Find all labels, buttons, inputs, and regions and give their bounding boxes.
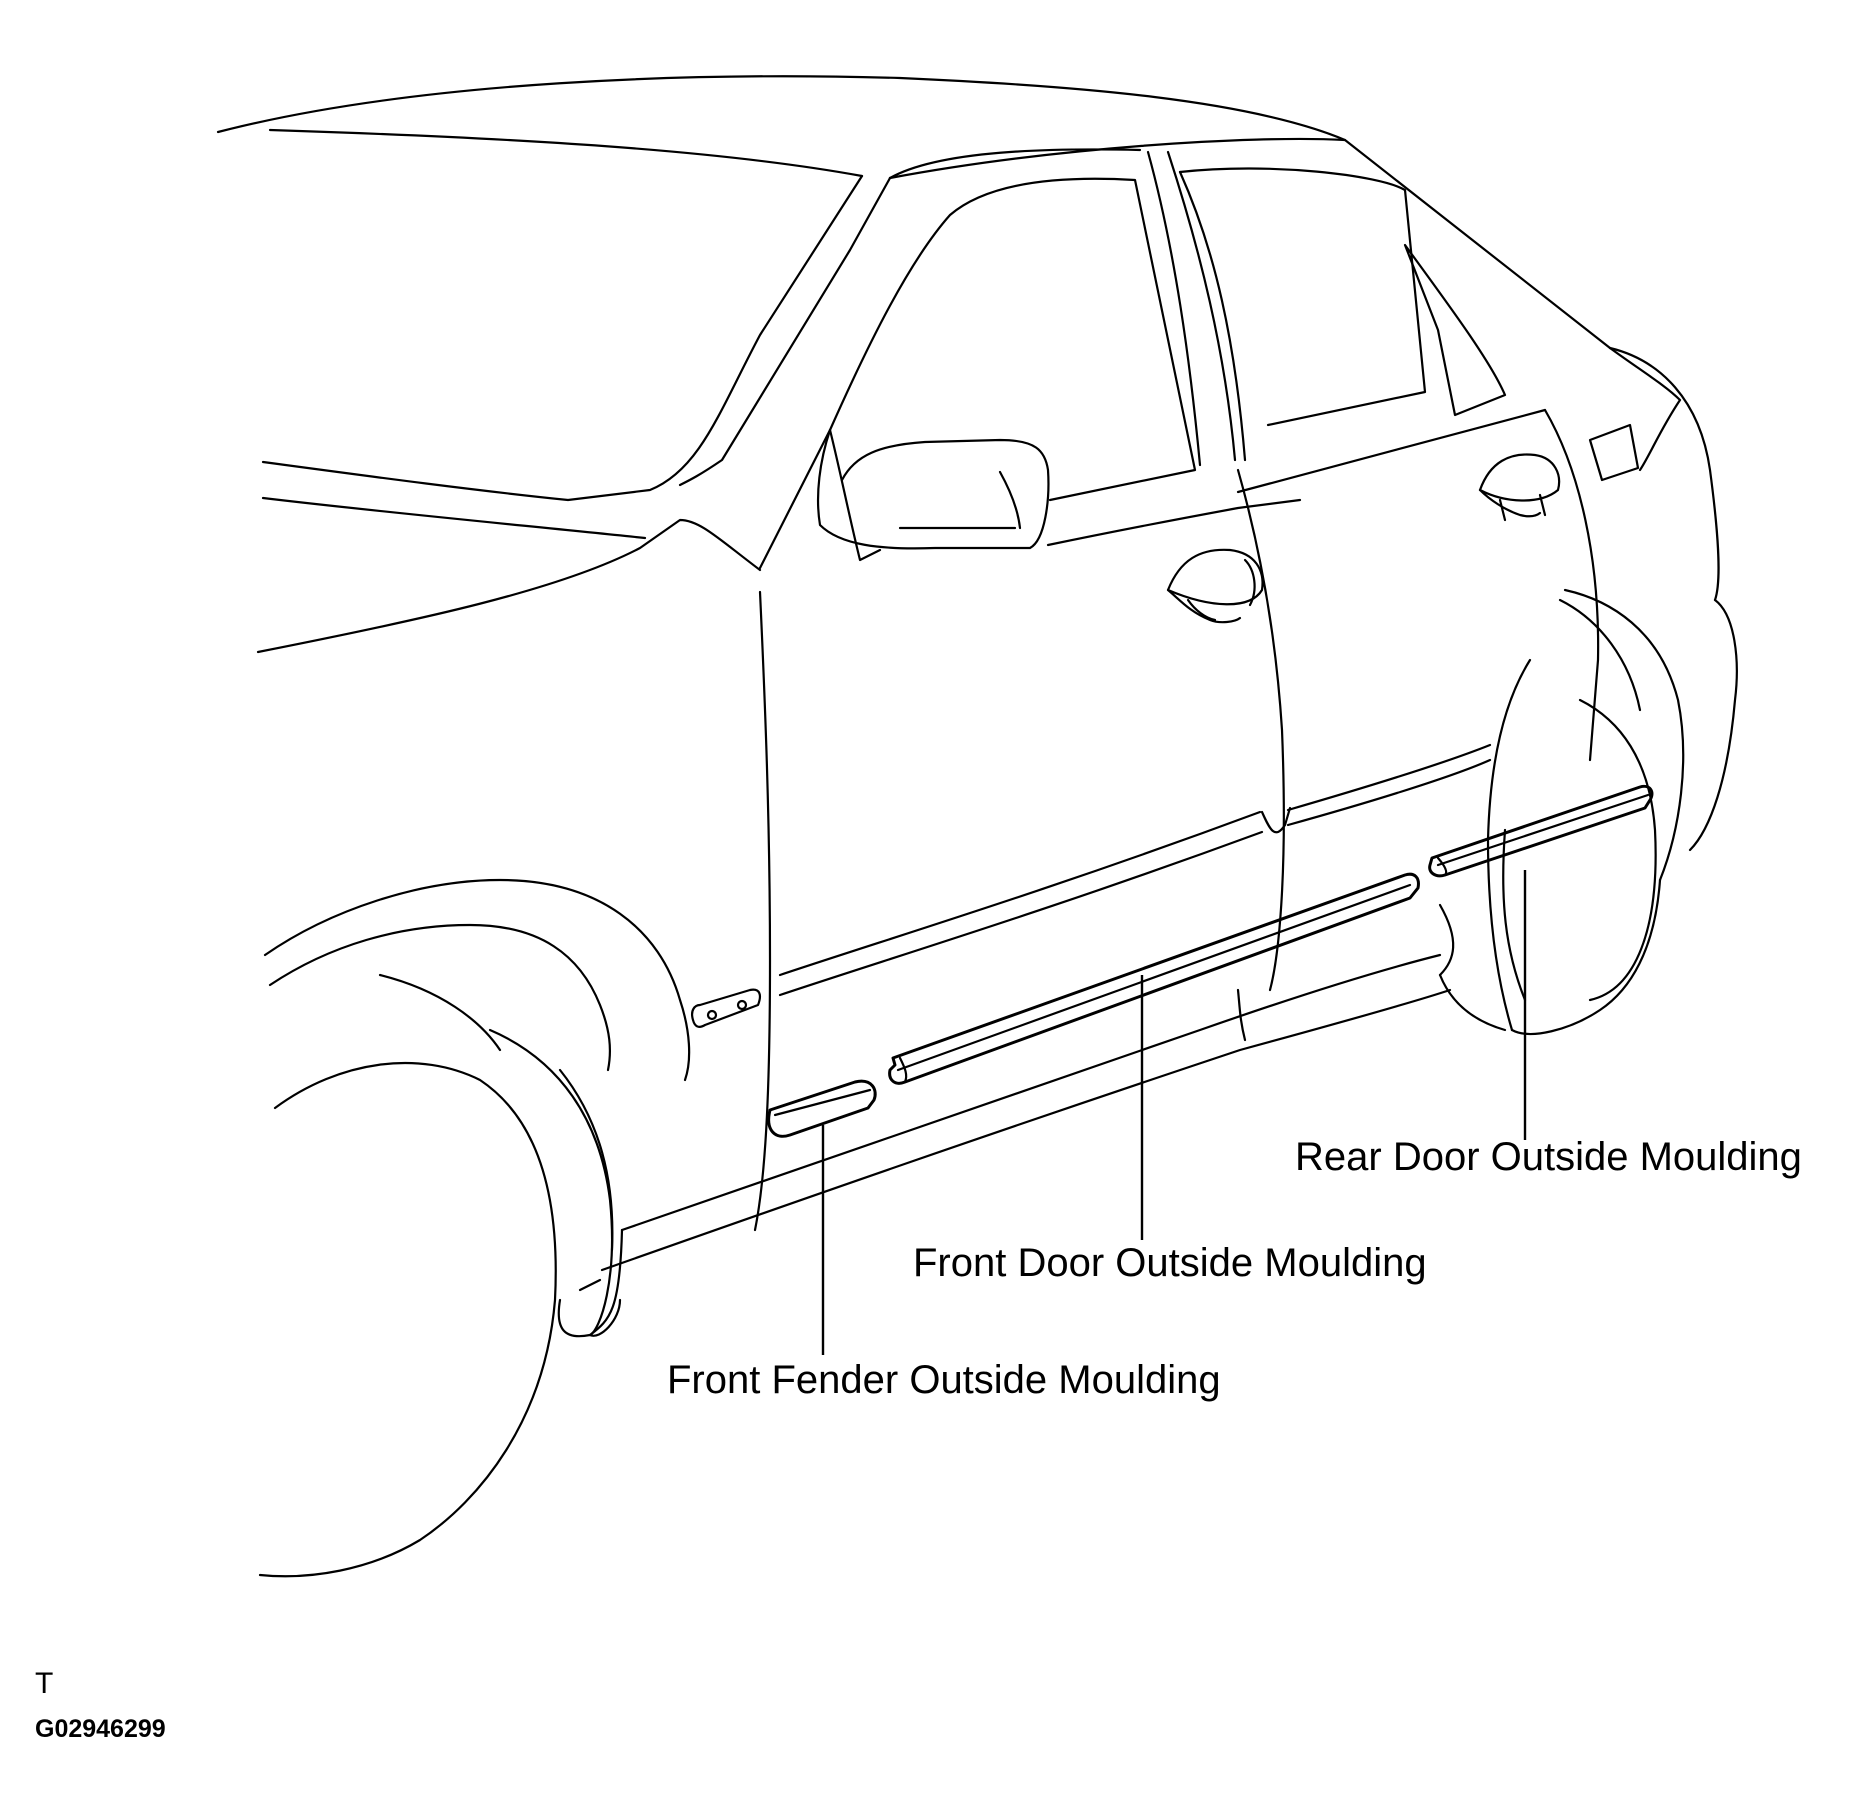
figure-code: G02946299 [35,1715,166,1743]
front-fender-moulding-label: Front Fender Outside Moulding [667,1358,1221,1402]
rear-door-moulding [1428,784,1654,878]
rear-door-handle [1478,453,1561,522]
fuel-door [1588,423,1640,482]
front-windshield [256,174,892,654]
front-wheel [258,878,691,1578]
front-fender-moulding [767,1079,877,1138]
roof-outline [216,75,1612,350]
door-panels [753,408,1600,1232]
front-door-moulding-label: Front Door Outside Moulding [913,1241,1427,1285]
front-door-handle [1166,548,1264,624]
corner-mark: T [35,1667,53,1700]
rocker-panel [600,903,1455,1272]
fender-emblem [691,988,761,1028]
rear-quarter [1438,346,1738,1035]
side-mirror [816,428,1050,562]
front-door-moulding [888,872,1420,1085]
front-door-window [758,148,1507,570]
rear-door-moulding-label: Rear Door Outside Moulding [1295,1135,1802,1179]
